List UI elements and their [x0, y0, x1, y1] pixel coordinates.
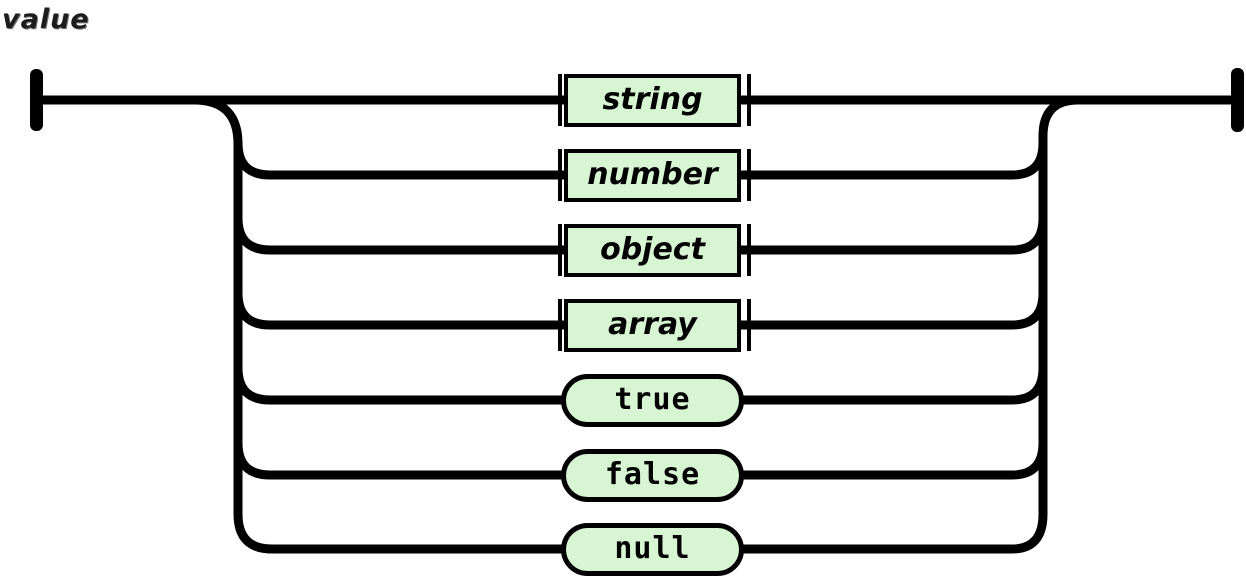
node-label-false: false	[604, 457, 701, 492]
node-array: array	[564, 299, 741, 352]
node-label-string: string	[602, 82, 703, 117]
node-number: number	[564, 149, 741, 202]
node-object: object	[564, 224, 741, 277]
node-string: string	[564, 74, 741, 127]
node-label-object: object	[600, 232, 705, 267]
node-label-number: number	[587, 157, 718, 192]
rule-title: value	[2, 4, 90, 35]
node-label-true: true	[614, 382, 691, 417]
node-label-array: array	[608, 307, 697, 342]
node-null: null	[561, 523, 744, 576]
node-label-null: null	[614, 531, 691, 566]
node-true: true	[561, 374, 744, 427]
node-false: false	[561, 449, 744, 502]
